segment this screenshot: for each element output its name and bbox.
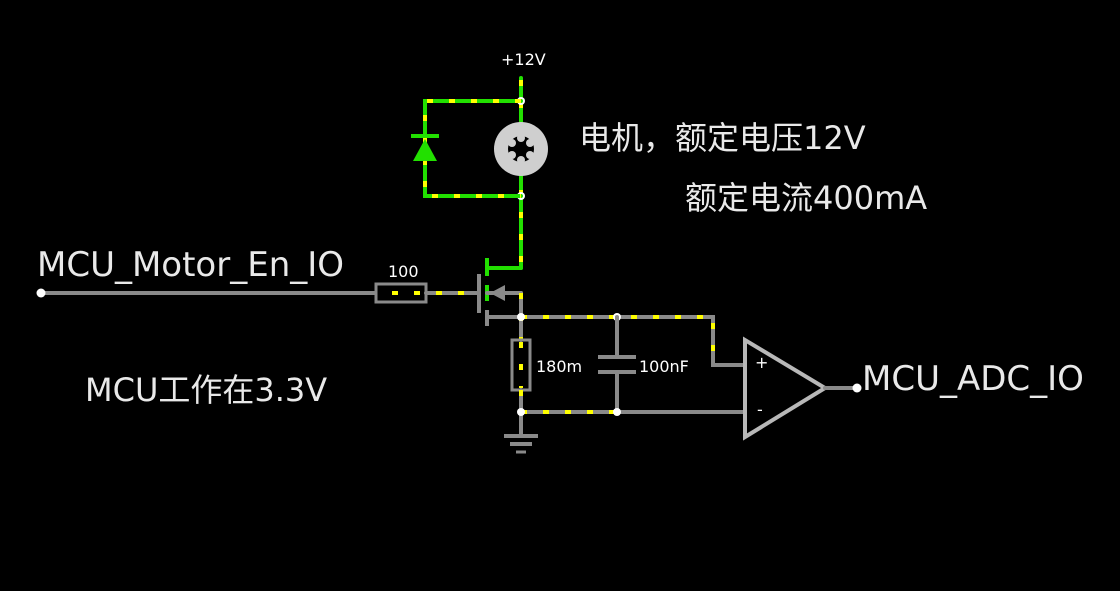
cap-bottom-node[interactable] bbox=[613, 408, 621, 416]
ground-node[interactable] bbox=[517, 408, 525, 416]
sense-current bbox=[521, 315, 715, 365]
sense-resistor-label: 180m bbox=[536, 357, 583, 376]
opamp-plus-label: + bbox=[755, 353, 769, 372]
opamp[interactable] bbox=[743, 336, 829, 441]
ground-icon bbox=[504, 434, 538, 454]
filter-capacitor[interactable] bbox=[598, 355, 636, 374]
motor-icon[interactable] bbox=[494, 122, 548, 176]
flyback-diode-icon[interactable] bbox=[411, 134, 439, 161]
opamp-minus-label: - bbox=[757, 400, 763, 419]
output-signal-label: MCU_ADC_IO bbox=[862, 359, 1084, 399]
motor-rating-note-1: 电机，额定电压12V bbox=[579, 119, 866, 157]
output-terminal[interactable] bbox=[852, 383, 862, 393]
mosfet[interactable] bbox=[477, 258, 523, 326]
motor-rating-note-2: 额定电流400mA bbox=[685, 179, 928, 217]
input-signal-label: MCU_Motor_En_IO bbox=[37, 245, 345, 285]
supply-label: +12V bbox=[501, 50, 546, 69]
mcu-voltage-note: MCU工作在3.3V bbox=[85, 371, 328, 409]
source-node[interactable] bbox=[517, 313, 525, 321]
sense-resistor[interactable] bbox=[510, 338, 532, 392]
diode-current bbox=[423, 99, 521, 198]
input-terminal[interactable] bbox=[36, 288, 46, 298]
filter-cap-label: 100nF bbox=[639, 357, 689, 376]
gate-resistor-label: 100 bbox=[388, 262, 419, 281]
